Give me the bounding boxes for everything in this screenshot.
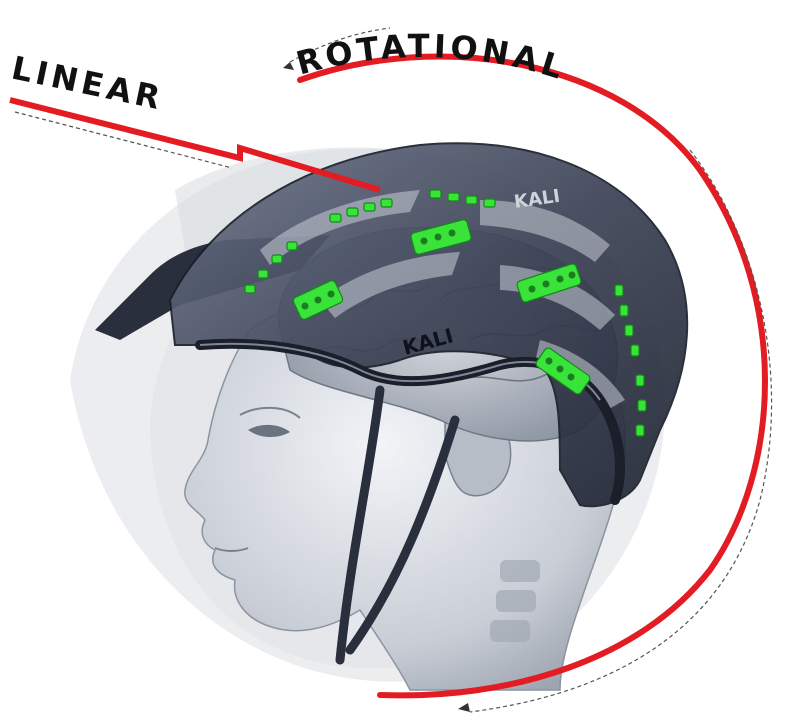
- motion-arrow-icon: [458, 703, 470, 712]
- motion-arrow-icon: [283, 62, 294, 70]
- rotational-label: ROTATIONAL: [292, 27, 571, 88]
